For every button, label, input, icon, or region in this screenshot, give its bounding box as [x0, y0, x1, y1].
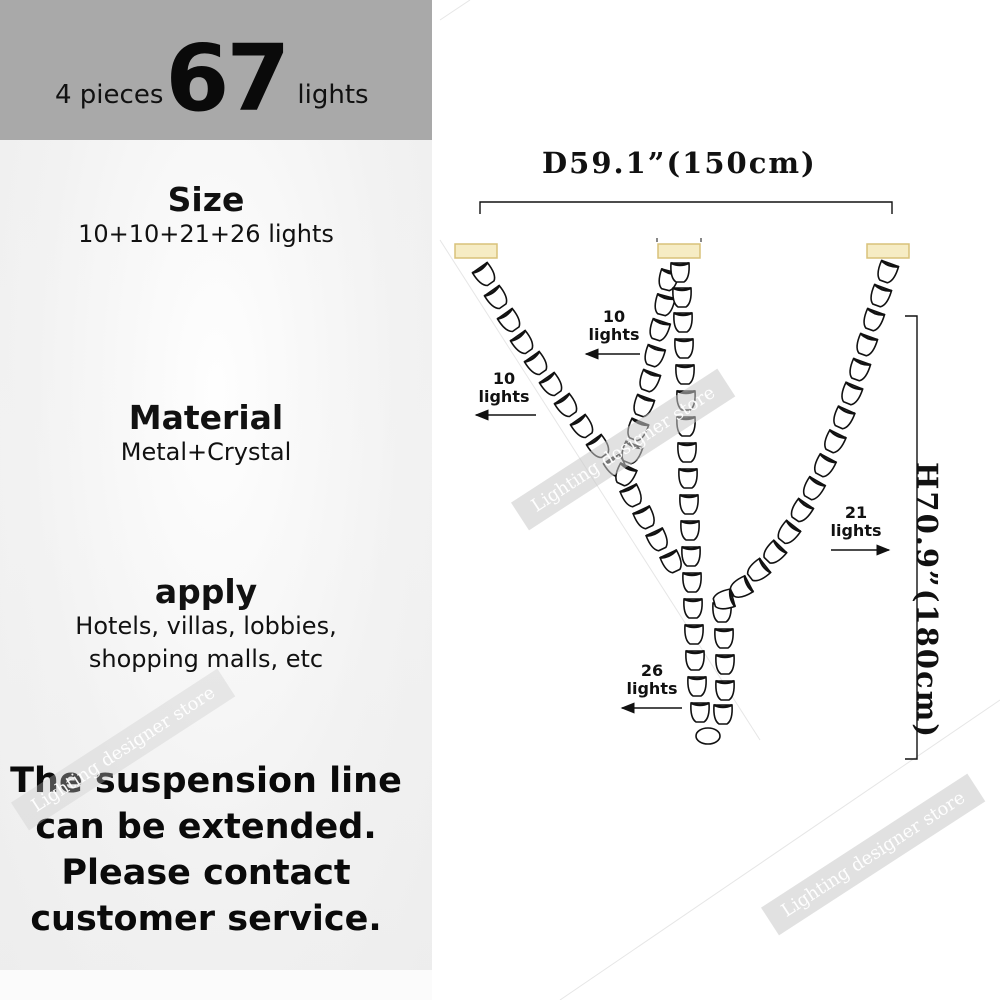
spec-size-title: Size: [167, 180, 245, 219]
strand-center: [669, 261, 736, 745]
lights-label: lights: [297, 80, 369, 110]
strand-unit: lights: [830, 521, 882, 540]
canopy-left: [454, 243, 498, 259]
strand-count-label-2: 10 lights: [474, 370, 534, 406]
spec-apply: apply Hotels, villas, lobbies, shopping …: [0, 572, 412, 675]
diameter-label: D59.1”(150cm): [542, 146, 817, 180]
canopy-right: [866, 243, 910, 259]
strand-count: 10: [602, 307, 626, 326]
ceiling-canopies: [454, 238, 910, 259]
strand-unit: lights: [478, 387, 530, 406]
light-count-line: 4 pieces 67 lights: [55, 18, 369, 132]
spec-apply-title: apply: [154, 572, 258, 611]
spec-material-value: Metal+Crystal: [120, 438, 292, 467]
note-line-4: customer service.: [30, 899, 382, 939]
pieces-label: 4 pieces: [55, 80, 164, 110]
strand-count: 10: [492, 369, 516, 388]
spec-apply-value-line-2: shopping malls, etc: [88, 644, 324, 673]
spec-size: Size 10+10+21+26 lights: [0, 180, 412, 251]
total-lights-count: 67: [165, 24, 290, 132]
spec-panel: [0, 0, 432, 1000]
panel-shading: [0, 140, 432, 970]
note-line-2: can be extended.: [35, 807, 377, 847]
spec-size-value: 10+10+21+26 lights: [78, 220, 334, 249]
diameter-dimension-line: [479, 201, 893, 214]
strand-count: 21: [844, 503, 868, 522]
strand-count: 26: [640, 661, 664, 680]
count-arrows: [474, 348, 891, 714]
note-line-3: Please contact: [61, 853, 351, 893]
strand-count-label-3: 21 lights: [826, 504, 886, 540]
spec-material-title: Material: [128, 398, 284, 437]
canopy-center: [657, 243, 701, 259]
light-count-banner: 4 pieces 67 lights: [0, 0, 432, 140]
height-dimension-line: [905, 315, 918, 760]
note-line-1: The suspension line: [10, 761, 402, 801]
strand-count-label-1: 10 lights: [584, 308, 644, 344]
spec-apply-value-line-1: Hotels, villas, lobbies,: [75, 612, 337, 641]
height-label: H70.9”(180cm): [910, 462, 944, 740]
strand-unit: lights: [626, 679, 678, 698]
strand-unit: lights: [588, 325, 640, 344]
strand-right: [710, 259, 900, 613]
panel-bottom-strip: [0, 970, 432, 1000]
suspension-note: The suspension line can be extended. Ple…: [0, 758, 412, 942]
spec-material: Material Metal+Crystal: [0, 398, 412, 469]
background-lines: [439, 0, 1000, 1000]
strand-count-label-4: 26 lights: [622, 662, 682, 698]
